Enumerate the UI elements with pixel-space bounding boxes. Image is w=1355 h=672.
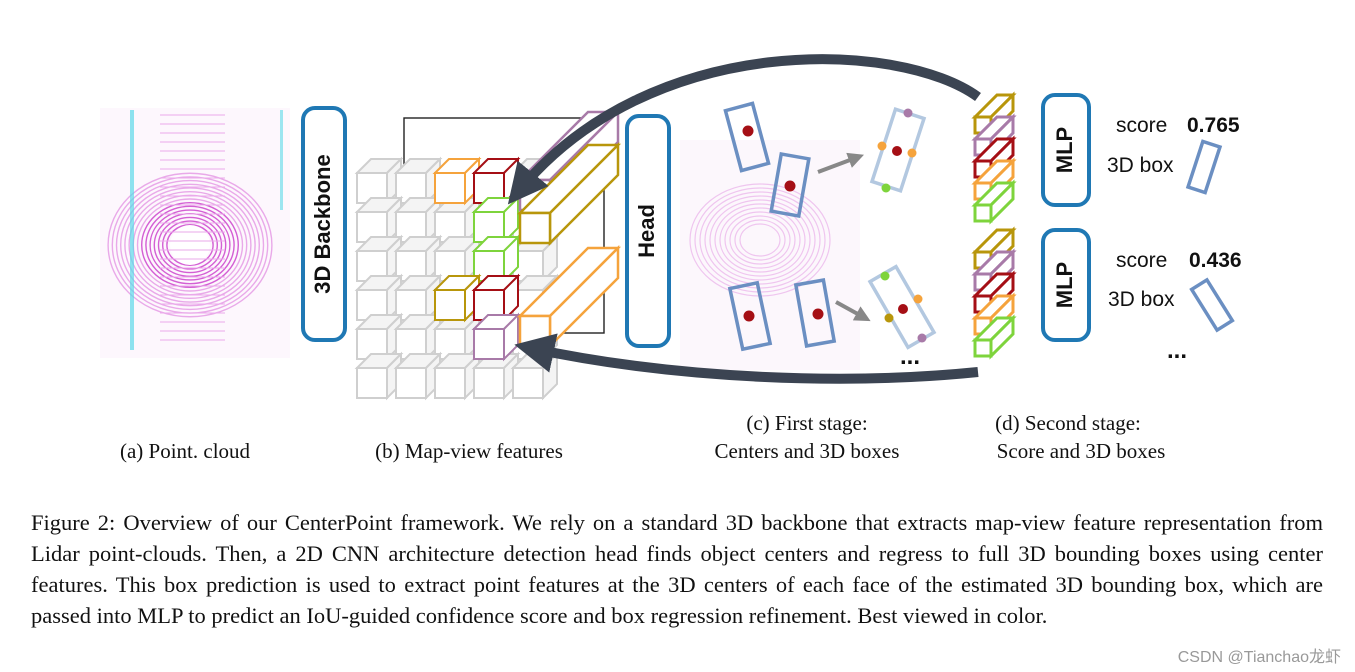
- second-stage-feature-stack: [971, 91, 1017, 360]
- panel-label-d-line2: Score and 3D boxes: [997, 439, 1166, 463]
- box-center-dot: [812, 308, 824, 320]
- feature-cell-front: [356, 367, 388, 399]
- feature-cell-front: [512, 367, 544, 399]
- face-center-dot: [903, 108, 913, 118]
- mlp-block-top: [1041, 93, 1091, 207]
- panel-label-c-line2: Centers and 3D boxes: [715, 439, 900, 463]
- score-label-top: score: [1116, 114, 1167, 137]
- mlp-label-bottom: MLP: [1052, 262, 1077, 308]
- panel-label-c-line1: (c) First stage:: [746, 411, 867, 435]
- first-stage-ring: [714, 203, 806, 277]
- first-stage-box: [727, 280, 773, 352]
- point-cloud-ring: [157, 216, 223, 274]
- face-feature-stack-bottom-front: [973, 338, 993, 358]
- feature-bar-orange-front: [518, 314, 552, 348]
- centerpoint-diagram: 3D Backbone Head ... MLP MLP score 0.765…: [100, 54, 1242, 463]
- mlp-label-top: MLP: [1052, 127, 1077, 173]
- face-center-dot: [877, 141, 887, 151]
- point-cloud-ring: [149, 209, 231, 281]
- face-center-dot: [884, 313, 894, 323]
- score-value-bottom: 0.436: [1189, 249, 1242, 272]
- face-center-dot: [917, 333, 927, 343]
- point-cloud-ring: [115, 179, 265, 311]
- head-block: [625, 114, 671, 348]
- first-stage-panel: [680, 101, 937, 370]
- first-stage-ring: [739, 223, 781, 257]
- point-cloud-ring: [124, 187, 256, 303]
- panel-label-d-line1: (d) Second stage:: [995, 411, 1141, 435]
- face-center-dot: [907, 148, 917, 158]
- feature-cell-front: [395, 367, 427, 399]
- first-stage-ring: [704, 195, 816, 285]
- refined-box-center: [892, 146, 902, 156]
- score-label-bottom: score: [1116, 249, 1167, 272]
- box-label-bottom: 3D box: [1108, 288, 1175, 311]
- face-center-dot: [880, 271, 890, 281]
- first-stage-ellipsis: ...: [900, 343, 920, 370]
- outputs-ellipsis: ...: [1167, 337, 1187, 364]
- first-stage-box: [769, 151, 811, 219]
- head-label: Head: [634, 204, 659, 258]
- mlp-block-bottom: [1041, 228, 1091, 342]
- point-cloud-cyan-strip: [280, 110, 283, 210]
- box-center-dot: [743, 310, 755, 322]
- point-cloud-ring: [119, 183, 261, 307]
- first-stage-ring: [709, 199, 811, 281]
- point-cloud-ring: [136, 198, 244, 292]
- backbone-label: 3D Backbone: [310, 154, 335, 293]
- score-value-top: 0.765: [1187, 114, 1240, 137]
- box-center-dot: [742, 125, 754, 137]
- first-stage-ring: [724, 211, 796, 269]
- point-cloud-ring: [161, 220, 218, 270]
- point-cloud-image: [100, 108, 290, 358]
- first-stage-box: [723, 101, 771, 173]
- first-stage-small-arrow: [817, 152, 864, 174]
- highlighted-feature-cell-front: [473, 328, 505, 360]
- point-cloud-center-void: [170, 225, 210, 265]
- point-cloud-ring: [128, 190, 252, 300]
- feedback-arrow-bottom: [514, 333, 979, 384]
- output-box-icon-bottom: [1189, 277, 1235, 333]
- figure-caption: Figure 2: Overview of our CenterPoint fr…: [31, 510, 1323, 628]
- first-stage-ring: [734, 219, 786, 261]
- panel-label-b: (b) Map-view features: [375, 439, 563, 463]
- first-stage-box: [793, 278, 837, 348]
- output-box-icon-top: [1185, 139, 1223, 195]
- first-stage-point-cloud: [680, 140, 860, 370]
- point-cloud-ring: [166, 224, 214, 266]
- watermark: CSDN @Tianchao龙虾: [1177, 649, 1341, 666]
- feedback-arrow-top: [507, 54, 981, 205]
- point-cloud-ring: [145, 205, 235, 285]
- first-stage-ring: [729, 215, 791, 265]
- feature-cell-front: [473, 367, 505, 399]
- face-center-dot: [881, 183, 891, 193]
- point-cloud-cyan-strip: [130, 110, 134, 350]
- feature-bar-gold-front: [518, 211, 552, 245]
- backbone-block: [301, 106, 347, 342]
- box-label-top: 3D box: [1107, 154, 1174, 177]
- highlighted-feature-cell-front: [434, 172, 466, 204]
- face-center-dot: [913, 294, 923, 304]
- point-cloud-ring: [107, 172, 273, 318]
- highlighted-feature-cell-front: [434, 289, 466, 321]
- refined-box-center: [898, 304, 908, 314]
- feature-cell-front: [434, 367, 466, 399]
- box-center-dot: [784, 180, 796, 192]
- face-feature-stack-top-front: [973, 203, 993, 223]
- panel-label-a: (a) Point. cloud: [120, 439, 251, 463]
- first-stage-small-arrow: [835, 300, 871, 322]
- first-stage-ring: [719, 207, 801, 273]
- point-cloud-ring: [140, 201, 239, 289]
